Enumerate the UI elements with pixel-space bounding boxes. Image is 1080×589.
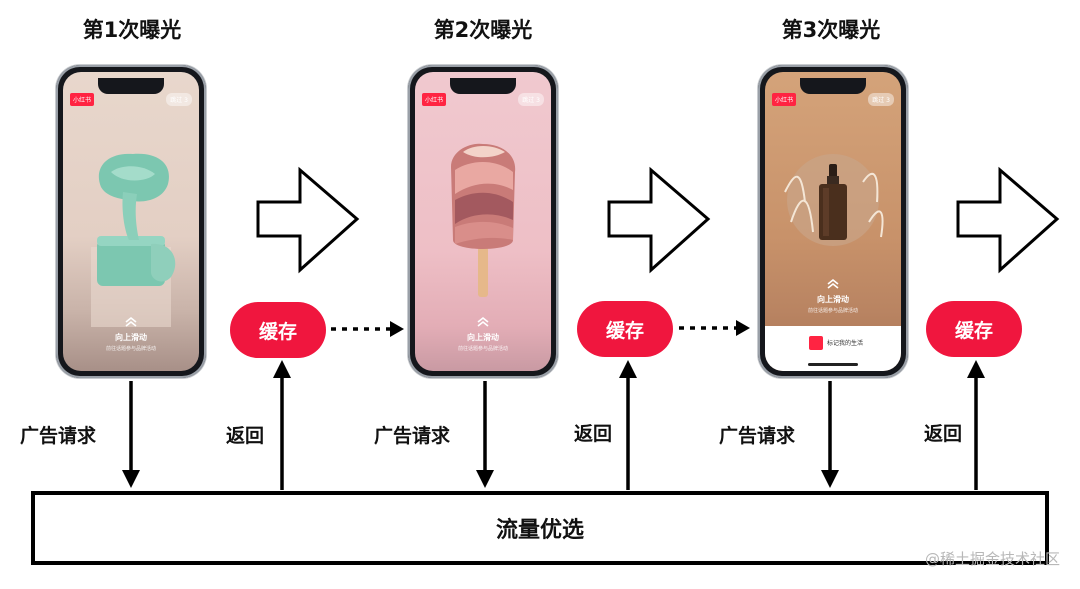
serum-bottle-illustration <box>784 154 884 246</box>
exposure-title-1: 第1次曝光 <box>82 18 182 42</box>
skip-button[interactable]: 跳过 3 <box>518 93 544 106</box>
chevron-up-icon <box>827 278 839 289</box>
ad-request-arrowhead-1 <box>122 470 140 488</box>
swipe-up-subtitle: 前往话题参与品牌活动 <box>457 346 508 352</box>
app-logo <box>809 336 823 350</box>
ad-request-arrowhead-2 <box>476 470 494 488</box>
swipe-up-title: 向上滑动 <box>115 333 147 342</box>
return-arrowhead-2 <box>619 360 637 378</box>
swipe-up-title: 向上滑动 <box>817 295 849 304</box>
phone-notch <box>450 78 516 94</box>
ad-screen-3: 小红书 跳过 3 向上滑动 前往话题参与品牌活动 标记我的生活 <box>765 72 901 371</box>
cream-jar-illustration <box>91 153 176 327</box>
ad-request-label-3: 广告请求 <box>719 425 796 447</box>
swipe-up-subtitle: 前往话题参与品牌活动 <box>807 308 858 314</box>
watermark: @稀土掘金技术社区 <box>924 550 1060 568</box>
skip-button[interactable]: 跳过 3 <box>166 93 192 106</box>
phone-mockup-1: 小红书 跳过 3 向上滑动 前往话题参与品牌活动 <box>56 65 206 378</box>
skip-button[interactable]: 跳过 3 <box>868 93 894 106</box>
phone-mockup-2: 小红书 跳过 3 向上滑动 前往话题参与品牌活动 <box>408 65 558 378</box>
phone-mockup-3: 小红书 跳过 3 向上滑动 前往话题参与品牌活动 标记我的生活 <box>758 65 908 378</box>
app-bottom-bar: 标记我的生活 <box>765 326 901 371</box>
ad-screen-2: 小红书 跳过 3 向上滑动 前往话题参与品牌活动 <box>415 72 551 371</box>
ad-request-label-1: 广告请求 <box>20 425 97 447</box>
ad-screen-1: 小红书 跳过 3 向上滑动 前往话题参与品牌活动 <box>63 72 199 371</box>
next-exposure-arrow-2 <box>607 166 711 274</box>
ad-request-label-2: 广告请求 <box>374 425 451 447</box>
swipe-up-subtitle: 前往话题参与品牌活动 <box>105 346 156 352</box>
next-exposure-arrow-1 <box>256 166 360 274</box>
ad-request-arrowhead-3 <box>821 470 839 488</box>
cache-pill-2: 缓存 <box>577 301 673 357</box>
app-slogan: 标记我的生活 <box>827 340 864 347</box>
brand-tag: 小红书 <box>772 93 797 106</box>
phone-notch <box>800 78 866 94</box>
return-label-2: 返回 <box>574 423 613 445</box>
cache-pill-3: 缓存 <box>926 301 1022 357</box>
brand-tag: 小红书 <box>70 93 95 106</box>
return-arrowhead-1 <box>273 360 291 378</box>
return-label-3: 返回 <box>924 423 963 445</box>
popsicle-illustration <box>451 143 516 297</box>
brand-tag: 小红书 <box>422 93 447 106</box>
return-arrowhead-3 <box>967 360 985 378</box>
swipe-up-title: 向上滑动 <box>467 333 499 342</box>
traffic-optimization-box: 流量优选 <box>31 491 1049 565</box>
chevron-up-icon <box>477 316 489 327</box>
chevron-up-icon <box>125 316 137 327</box>
cache-feed-arrowhead-1 <box>390 321 404 337</box>
exposure-title-2: 第2次曝光 <box>433 18 533 42</box>
next-exposure-arrow-3 <box>956 166 1060 274</box>
home-indicator <box>808 363 858 366</box>
exposure-title-3: 第3次曝光 <box>781 18 881 42</box>
phone-notch <box>98 78 164 94</box>
return-label-1: 返回 <box>226 425 265 447</box>
traffic-optimization-label: 流量优选 <box>495 518 584 543</box>
cache-pill-1: 缓存 <box>230 302 326 358</box>
cache-feed-arrowhead-2 <box>736 320 750 336</box>
